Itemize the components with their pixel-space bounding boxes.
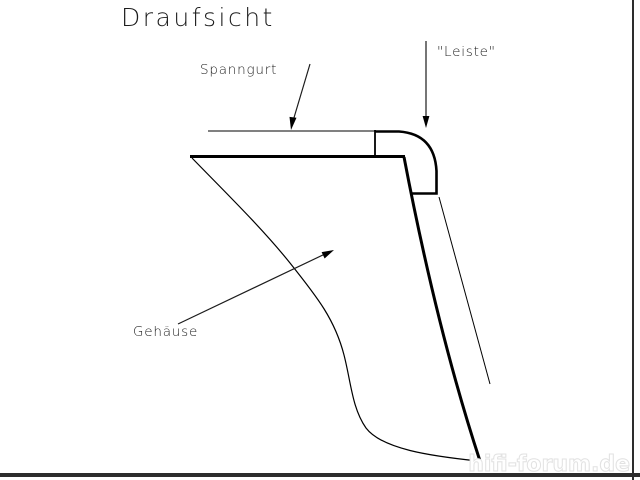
spanngurt-arrow: [289, 63, 311, 130]
frame-bottom-border: [0, 473, 640, 477]
outer-edge-line: [438, 196, 491, 385]
label-spanngurt: Spanngurt: [200, 62, 278, 78]
leiste-arrow: [422, 41, 430, 128]
leiste-outline: [375, 130, 438, 195]
frame-right-border: [632, 0, 634, 480]
label-gehaeuse: Gehäuse: [133, 324, 199, 340]
page-title: Draufsicht: [121, 3, 275, 32]
housing-right-edge: [402, 156, 482, 462]
label-leiste: "Leiste": [437, 44, 496, 60]
housing-curve: [191, 157, 479, 462]
gehaeuse-arrow: [177, 250, 334, 325]
